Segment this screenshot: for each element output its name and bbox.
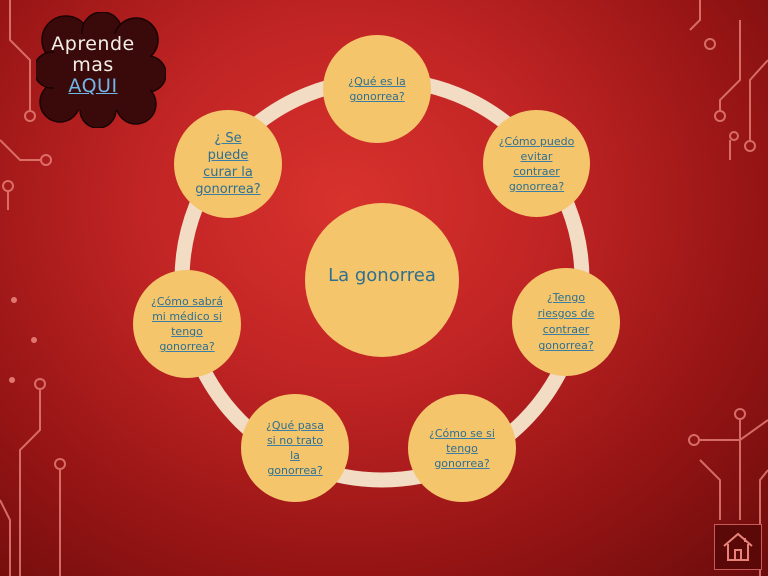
node-que-es[interactable]: ¿Qué es la gonorrea? [323,35,431,143]
cloud-line-1: Aprende [51,33,135,55]
cloud-callout: Aprende mas AQUI [40,34,146,97]
node-como-se-si[interactable]: ¿Cómo se si tengo gonorrea? [408,394,516,502]
center-label: La gonorrea [328,265,436,286]
node-label: ¿Cómo puedo evitar contraer gonorrea? [498,134,575,193]
node-label: ¿Qué pasa si no trato la gonorrea? [266,419,324,477]
node-se-puede-curar[interactable]: ¿ Se puede curar la gonorrea? [174,110,282,218]
node-tengo-riesgos[interactable]: ¿Tengo riesgos de contraer gonorrea? [512,268,620,376]
cloud-line-2: mas [72,54,114,76]
aqui-link[interactable]: AQUI [68,75,118,97]
node-como-sabra[interactable]: ¿Cómo sabrá mi médico si tengo gonorrea? [133,270,241,378]
node-label: ¿Tengo riesgos de contraer gonorrea? [537,291,595,352]
node-como-evitar[interactable]: ¿Cómo puedo evitar contraer gonorrea? [483,110,590,217]
node-label: ¿ Se puede curar la gonorrea? [195,131,261,197]
home-icon [723,532,753,561]
home-button[interactable] [714,524,762,570]
center-node: La gonorrea [305,203,459,357]
cloud-shape [36,12,166,128]
node-label: ¿Qué es la gonorrea? [348,75,406,103]
node-label: ¿Cómo se si tengo gonorrea? [429,426,495,470]
node-que-pasa[interactable]: ¿Qué pasa si no trato la gonorrea? [241,394,349,502]
node-label: ¿Cómo sabrá mi médico si tengo gonorrea? [151,295,223,353]
